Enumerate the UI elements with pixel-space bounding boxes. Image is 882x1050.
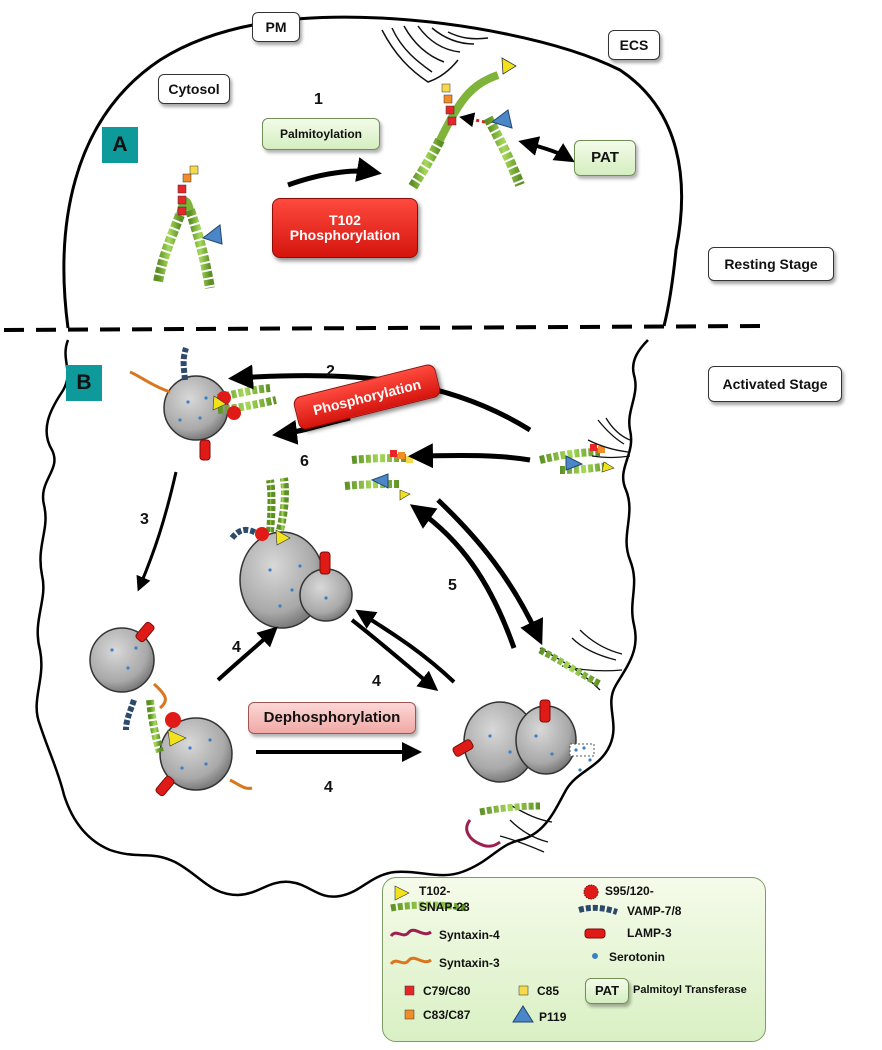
legend-vamp-symbol [578, 904, 618, 915]
step-2-label: 2 [326, 363, 335, 380]
snap23-free [344, 450, 413, 501]
step-4-label-b: 4 [372, 673, 381, 690]
legend-s95-label: S95/120- [605, 884, 654, 898]
ecs-label: ECS [608, 30, 660, 60]
granule-pair-left [89, 621, 253, 797]
step-5-label: 5 [448, 577, 457, 594]
legend-lamp3-label: LAMP-3 [627, 926, 672, 940]
snap23-membrane-right [539, 444, 615, 474]
syntaxin4-lower [465, 819, 501, 848]
step-4-label-c: 4 [324, 779, 333, 796]
t102-phosphorylation-box: T102 Phosphorylation [272, 198, 418, 258]
activated-stage-label: Activated Stage [708, 366, 842, 402]
arrow-step5-up [409, 504, 517, 649]
cytosol-label: Cytosol [158, 74, 230, 104]
panel-a-marker: A [102, 127, 138, 163]
legend-lamp3-symbol [584, 928, 606, 939]
arrow-palmitoylation [287, 157, 382, 188]
arrow-red-inhibit [459, 112, 486, 128]
step-4-label-a: 4 [232, 639, 241, 656]
legend-t102-label: T102- [419, 884, 451, 898]
resting-stage-label: Resting Stage [708, 247, 834, 281]
snap23-resting [153, 165, 223, 289]
legend-syntaxin3-label: Syntaxin-3 [439, 956, 500, 970]
plasma-membrane-top [62, 15, 684, 329]
legend-symbols [389, 884, 618, 1023]
pat-box: PAT [574, 140, 636, 176]
t102-line1: T102 [329, 212, 361, 229]
legend-t102-symbol [394, 885, 410, 901]
legend-p119-label: P119 [539, 1010, 567, 1024]
arrow-step3 [136, 471, 178, 592]
step-6-label: 6 [300, 453, 309, 470]
membrane-fusion-lines-top [381, 25, 489, 83]
plasma-membrane-bottom [35, 339, 649, 898]
legend-syntaxin3-symbol [389, 956, 432, 966]
granule-compound [229, 477, 353, 629]
granule-fusing [452, 699, 595, 783]
legend-serotonin-symbol [592, 953, 598, 959]
legend-p119-symbol [512, 1005, 534, 1023]
legend-syntaxin4-symbol [389, 928, 432, 938]
palmitoylation-box: Palmitoylation [262, 118, 380, 150]
granule-docking [129, 347, 277, 461]
step-1-label: 1 [314, 91, 323, 108]
snap23-lower-bottom [479, 802, 541, 816]
legend-pat-box: PAT [585, 978, 629, 1004]
legend-c83-label: C83/C87 [423, 1008, 471, 1022]
step-3-label: 3 [140, 511, 149, 528]
legend-snap23-label: SNAP-23 [419, 900, 470, 914]
legend-s95-symbol [583, 884, 599, 900]
panel-b-marker: B [66, 365, 102, 401]
legend-c79-label: C79/C80 [423, 984, 471, 998]
stage-divider [3, 324, 761, 332]
legend: T102- SNAP-23 Syntaxin-4 Syntaxin-3 C79/… [382, 877, 766, 1042]
arrow-membrane-to-free [408, 443, 531, 469]
dephosphorylation-box: Dephosphorylation [248, 702, 416, 734]
arrow-step4-up [216, 626, 278, 682]
arrow-step4-diag-up [355, 609, 456, 684]
arrow-pat-exchange [518, 136, 575, 163]
legend-c85-symbol [518, 985, 529, 996]
arrow-step4-diag-down [350, 618, 439, 691]
legend-syntaxin4-label: Syntaxin-4 [439, 928, 500, 942]
legend-c85-label: C85 [537, 984, 560, 998]
legend-c79-symbol [404, 985, 415, 996]
legend-serotonin-label: Serotonin [609, 950, 665, 964]
legend-pat-label: Palmitoyl Transferase [633, 984, 747, 996]
pm-label: PM [252, 12, 300, 42]
legend-c83-symbol [404, 1009, 415, 1020]
membrane-fusion-lines-mid [587, 417, 631, 459]
legend-vamp-label: VAMP-7/8 [627, 904, 682, 918]
snap23-palmitoylated [407, 57, 525, 191]
legend-snap23-symbol [390, 901, 468, 912]
t102-line2: Phosphorylation [289, 227, 401, 243]
serotonin-dots [110, 396, 592, 772]
arrow-step5-down [436, 498, 544, 646]
